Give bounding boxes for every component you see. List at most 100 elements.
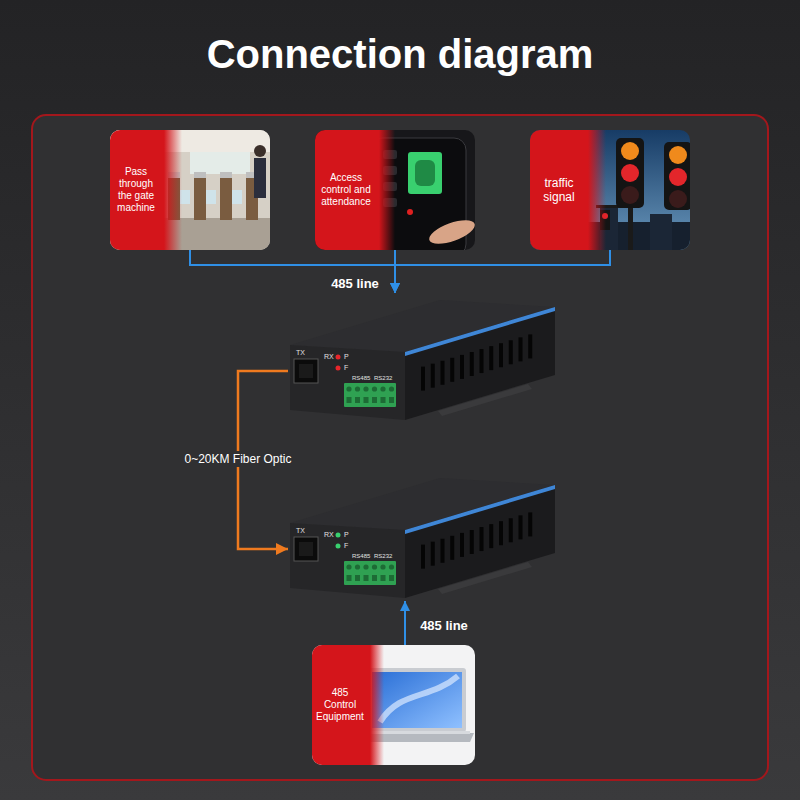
light-body [664, 142, 690, 210]
mount-flange [438, 384, 532, 416]
laptop-picture [312, 645, 475, 765]
vent-slot [431, 542, 435, 566]
port-label: RX [324, 353, 334, 360]
vent-slot [489, 346, 493, 370]
terminal-slot [355, 575, 360, 581]
red-band [530, 130, 588, 250]
gate-flap [206, 190, 216, 204]
port-socket [299, 364, 313, 378]
red-band [110, 130, 164, 250]
status-led [336, 355, 341, 360]
vent-slot [470, 530, 474, 554]
screen [372, 672, 462, 728]
window [190, 152, 250, 174]
fiber-converter: TXRXPFRS485RS232 [288, 293, 558, 423]
light-body [616, 138, 644, 208]
picture-caption: traffic signal [533, 176, 585, 205]
port-label: RX [324, 531, 334, 538]
connector-label: 0~20KM Fiber Optic [180, 451, 295, 467]
terminal-slot [372, 397, 377, 403]
traffic-signal-box: traffic signal [530, 130, 690, 250]
picture-caption: Pass through the gate machine [113, 166, 159, 214]
vent-slot [441, 539, 445, 563]
vent-slot [519, 515, 523, 539]
vent-slot [528, 512, 532, 536]
picture-caption: 485 Control Equipment [315, 687, 365, 723]
device-front [290, 523, 405, 598]
gate-pillar [220, 176, 232, 220]
guard-head [254, 145, 266, 157]
port-label: RS485 [352, 553, 370, 559]
terminal-slot [347, 575, 352, 581]
gate-top [194, 172, 206, 178]
port-label: RS232 [374, 375, 392, 381]
terminal-slot [381, 397, 386, 403]
terminal-screw [389, 386, 394, 391]
gate-top [220, 172, 232, 178]
red-band [312, 645, 370, 765]
terminal-slot [381, 575, 386, 581]
vent-slot [519, 337, 523, 361]
connectors [190, 250, 610, 645]
red-fade [588, 130, 606, 250]
building [650, 214, 672, 250]
lamp [669, 168, 687, 186]
vent-slot [528, 334, 532, 358]
terminal-screw [363, 386, 368, 391]
connector-label: 485 line [416, 617, 472, 635]
terminal-slot [364, 397, 369, 403]
guard-body [254, 158, 266, 198]
rs485-line [395, 250, 610, 293]
terminal-screw [389, 564, 394, 569]
terminal-slot [364, 575, 369, 581]
terminal-screw [372, 386, 377, 391]
lamp [621, 142, 639, 160]
fiber-port [294, 537, 318, 561]
lamp [669, 190, 687, 208]
vent-slot [460, 355, 464, 379]
vent-slot [441, 361, 445, 385]
rs485-line [190, 250, 395, 293]
port-label: P [344, 531, 349, 538]
vent-slot [499, 521, 503, 545]
access-control-box: Access control and attendance [315, 130, 475, 250]
terminal-slot [347, 397, 352, 403]
red-fade [164, 130, 182, 250]
wall [110, 130, 270, 250]
lamp [669, 146, 687, 164]
vent-slot [421, 545, 425, 569]
panel-frame [32, 115, 768, 780]
terminal-screw [372, 564, 377, 569]
device-front [290, 345, 405, 420]
vent-slot [480, 527, 484, 551]
fiber-converter: TXRXPFRS485RS232 [288, 471, 558, 601]
gate-machine-box: Pass through the gate machine [110, 130, 270, 250]
red-band [315, 130, 379, 250]
terminal-block [344, 561, 396, 585]
diagram-title: Connection diagram [0, 30, 800, 78]
vent-slot [499, 343, 503, 367]
terminal-screw [363, 564, 368, 569]
port-label: P [344, 353, 349, 360]
traffic-picture [530, 130, 690, 250]
status-led [336, 544, 341, 549]
terminal-screw [380, 564, 385, 569]
port-label: TX [296, 527, 305, 534]
rs485-line [404, 601, 406, 645]
red-fade [379, 130, 395, 250]
terminal-slot [389, 397, 394, 403]
vent-slot [431, 364, 435, 388]
port-label: RS232 [374, 553, 392, 559]
vent-slot [450, 358, 454, 382]
white-ground [312, 645, 475, 765]
vent-slot [450, 536, 454, 560]
red-fade [370, 645, 384, 765]
control-equipment-box: 485 Control Equipment [312, 645, 475, 765]
gate-pillar [194, 176, 206, 220]
picture-caption: Access control and attendance [318, 172, 374, 208]
blue-stripe [405, 485, 555, 534]
vent-slot [470, 352, 474, 376]
